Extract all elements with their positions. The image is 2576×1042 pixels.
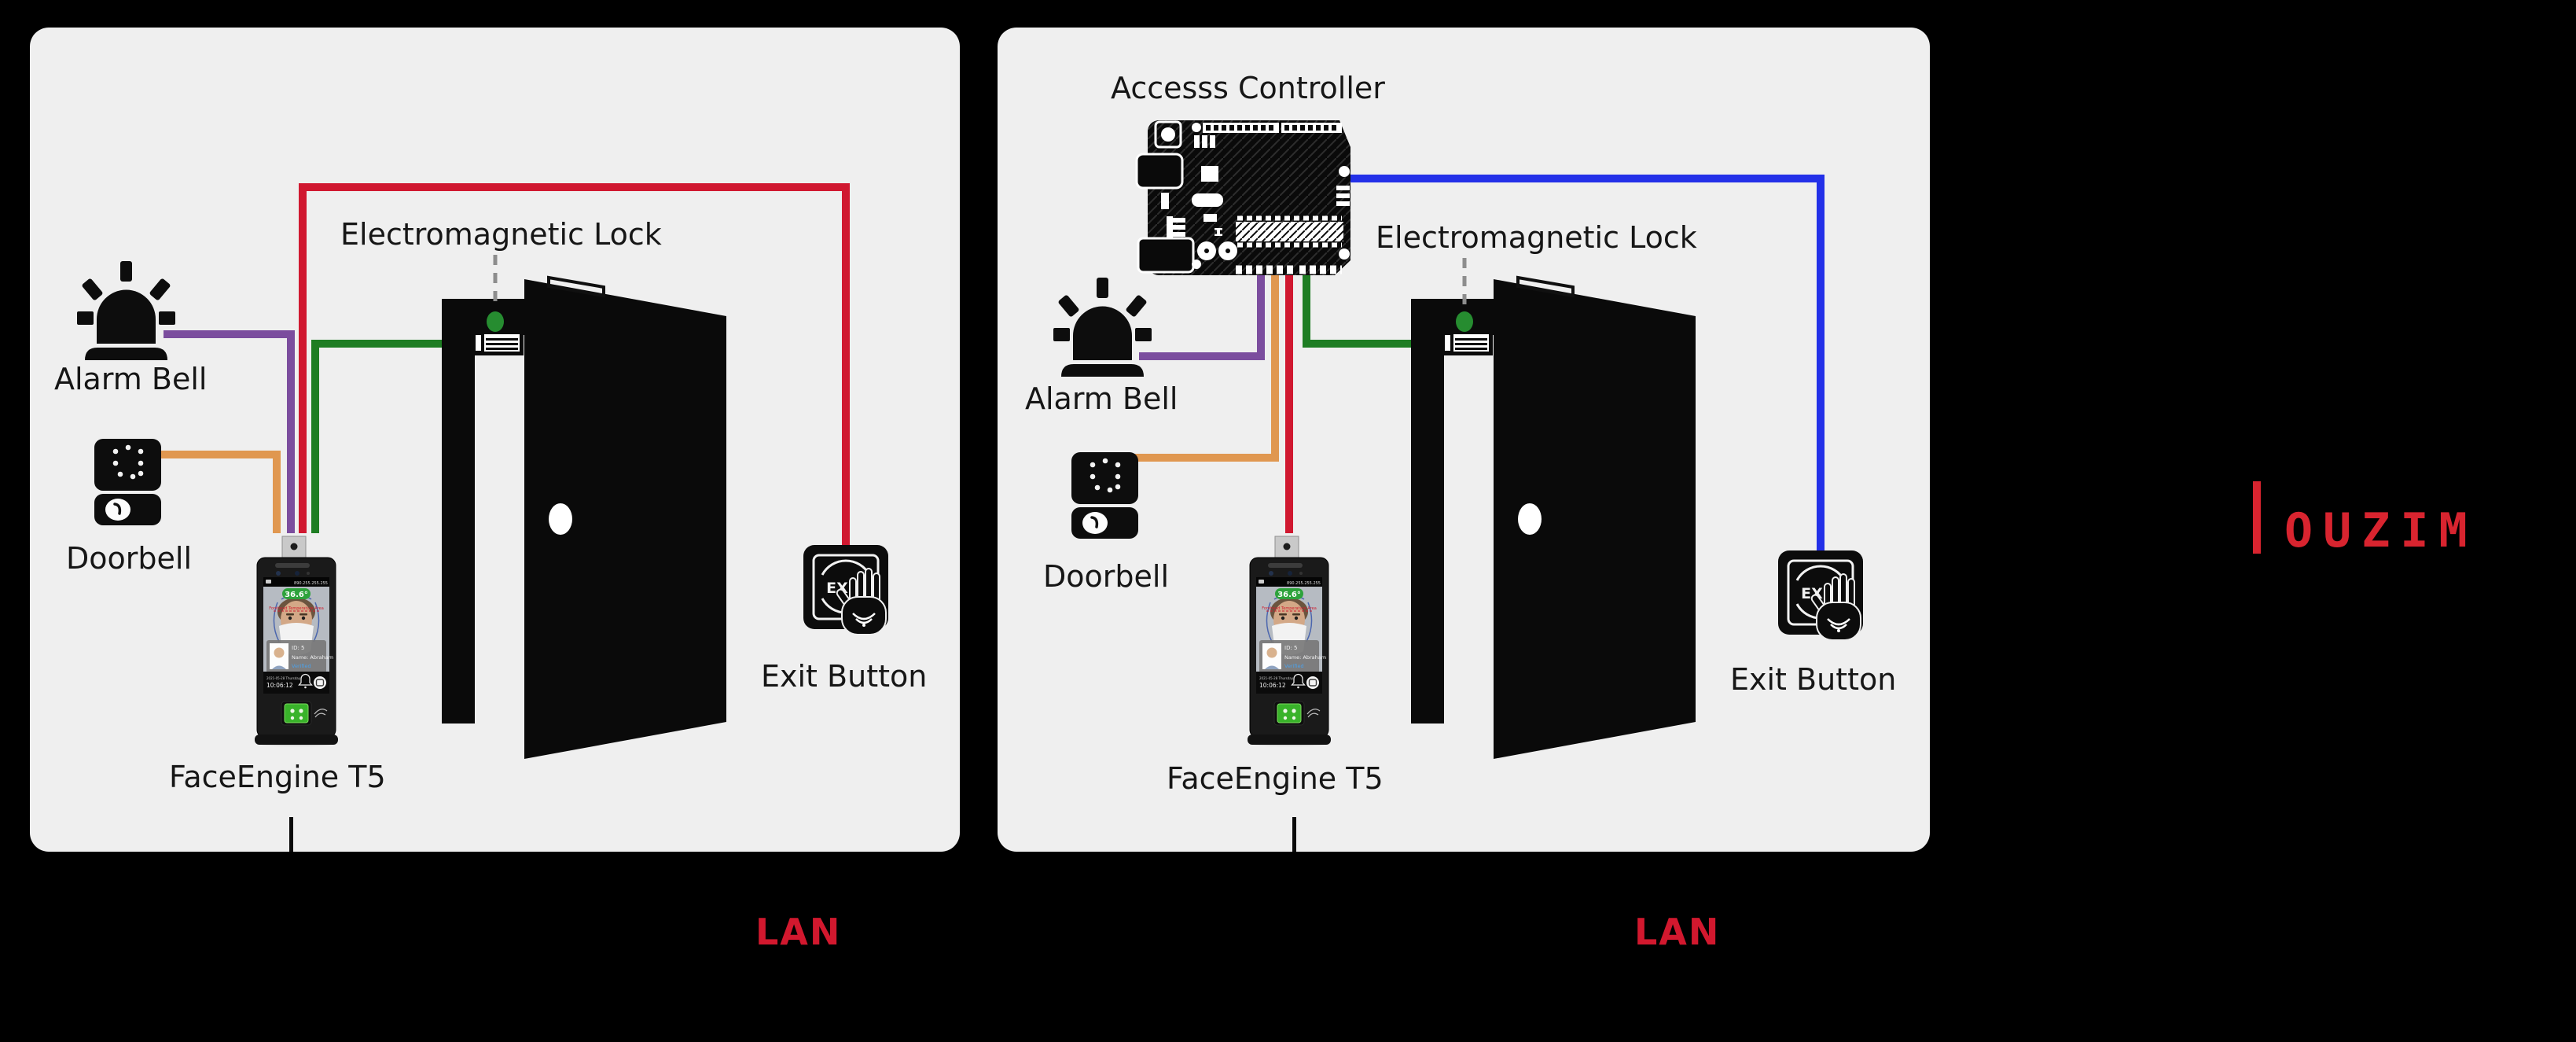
device-warning-text: Forehead Temperature Area <box>269 606 324 611</box>
brand-logo-bar <box>2253 481 2261 554</box>
face-recognition-terminal-icon: 890.255.255.255 36.6° Forehead Temperatu… <box>255 536 338 746</box>
armature-plate-icon <box>1516 275 1575 298</box>
bell-icon <box>1291 673 1306 686</box>
exit-wire-blue <box>1349 175 1825 554</box>
exit-button-label: Exit Button <box>1730 662 1897 697</box>
device-name-text: Name: Abraham <box>292 654 333 661</box>
armature-plate-icon <box>547 275 605 298</box>
lock-wire-green <box>311 340 474 533</box>
doorbell-label: Doorbell <box>66 541 192 576</box>
bell-icon <box>298 673 313 686</box>
alarm-bell-label: Alarm Bell <box>54 362 208 396</box>
lock-indicator-dot <box>1456 311 1473 332</box>
device-ip-text: 890.255.255.255 <box>1287 581 1321 586</box>
fingerprint-logo-icon <box>1306 709 1321 718</box>
doorbell-label: Doorbell <box>1043 559 1169 594</box>
lock-indicator-dot <box>487 311 504 332</box>
electromagnetic-lock-label: Electromagnetic Lock <box>340 217 662 252</box>
fingerprint-sensor <box>284 703 309 724</box>
device-verified-text: Verified <box>292 663 311 669</box>
camera-switch-icon <box>1306 676 1319 689</box>
lan-label-2: LAN <box>1634 911 1721 953</box>
fingerprint-sensor <box>1277 703 1302 724</box>
device-name-text: Name: Abraham <box>1284 654 1326 661</box>
exit-button-label: Exit Button <box>761 659 928 694</box>
device-date-text: 2021-05-28 Thursday <box>1259 676 1294 680</box>
faceengine-label: FaceEngine T5 <box>1167 761 1384 796</box>
device-id-text: ID: 5 <box>1284 645 1298 651</box>
lan-stem-line <box>1292 817 1296 852</box>
diagram-panel-faceengine-standalone: 890.255.255.255 36.6° Forehead Temperatu… <box>30 28 960 852</box>
diagram-panel-access-controller: 890.255.255.255 36.6° Forehead Temperatu… <box>998 28 1930 852</box>
usb-port <box>1135 153 1184 190</box>
mcu-chip <box>1236 222 1343 241</box>
exit-wire-red <box>299 183 850 549</box>
faceengine-label: FaceEngine T5 <box>169 760 386 794</box>
circuit-board-icon <box>1135 120 1350 275</box>
door-icon <box>442 275 726 759</box>
alarm-bell-icon <box>1053 278 1152 377</box>
doorbell-wire-orange <box>1131 273 1279 462</box>
electromagnetic-lock-label: Electromagnetic Lock <box>1376 220 1697 255</box>
panel1-diagram-canvas: 890.255.255.255 36.6° Forehead Temperatu… <box>77 183 888 852</box>
device-temp-badge: 36.6° <box>1277 591 1301 599</box>
panel2-diagram-canvas: 890.255.255.255 36.6° Forehead Temperatu… <box>1053 120 1863 852</box>
exit-hand-icon: EXIT <box>803 545 888 635</box>
power-jack <box>1137 237 1195 274</box>
fingerprint-logo-icon <box>314 709 328 718</box>
door-knob <box>1518 503 1542 535</box>
alarm-wire-purple <box>1139 273 1265 360</box>
access-controller-label: Accesss Controller <box>1111 71 1385 105</box>
lan-stem-line <box>289 817 293 852</box>
device-temp-badge: 36.6° <box>285 591 308 599</box>
doorbell-wire-orange <box>156 451 281 533</box>
device-time-text: 10:06:12 <box>1259 682 1286 689</box>
lock-wire-green <box>1303 273 1443 348</box>
device-id-text: ID: 5 <box>292 645 305 651</box>
camera-switch-icon <box>314 676 326 689</box>
device-warning-text: Forehead Temperature Area <box>1262 606 1317 611</box>
maglock-icon <box>471 330 524 355</box>
alarm-wire-purple <box>164 330 295 533</box>
brand-logo-text: OUZIM <box>2284 503 2478 558</box>
doorbell-icon <box>94 439 161 525</box>
device-ip-text: 890.255.255.255 <box>294 581 328 586</box>
device-verified-text: Verified <box>1284 663 1304 669</box>
alarm-bell-icon <box>77 261 175 360</box>
door-icon <box>1411 275 1696 759</box>
face-recognition-terminal-icon: 890.255.255.255 36.6° Forehead Temperatu… <box>1248 536 1331 746</box>
alarm-bell-label: Alarm Bell <box>1025 381 1178 416</box>
exit-hand-icon: EXIT <box>1778 550 1863 641</box>
lan-label-1: LAN <box>755 911 842 953</box>
device-date-text: 2021-05-28 Thursday <box>266 676 301 680</box>
door-knob <box>549 503 572 535</box>
device-time-text: 10:06:12 <box>266 682 293 689</box>
doorbell-icon <box>1071 452 1138 539</box>
maglock-icon <box>1440 330 1493 355</box>
